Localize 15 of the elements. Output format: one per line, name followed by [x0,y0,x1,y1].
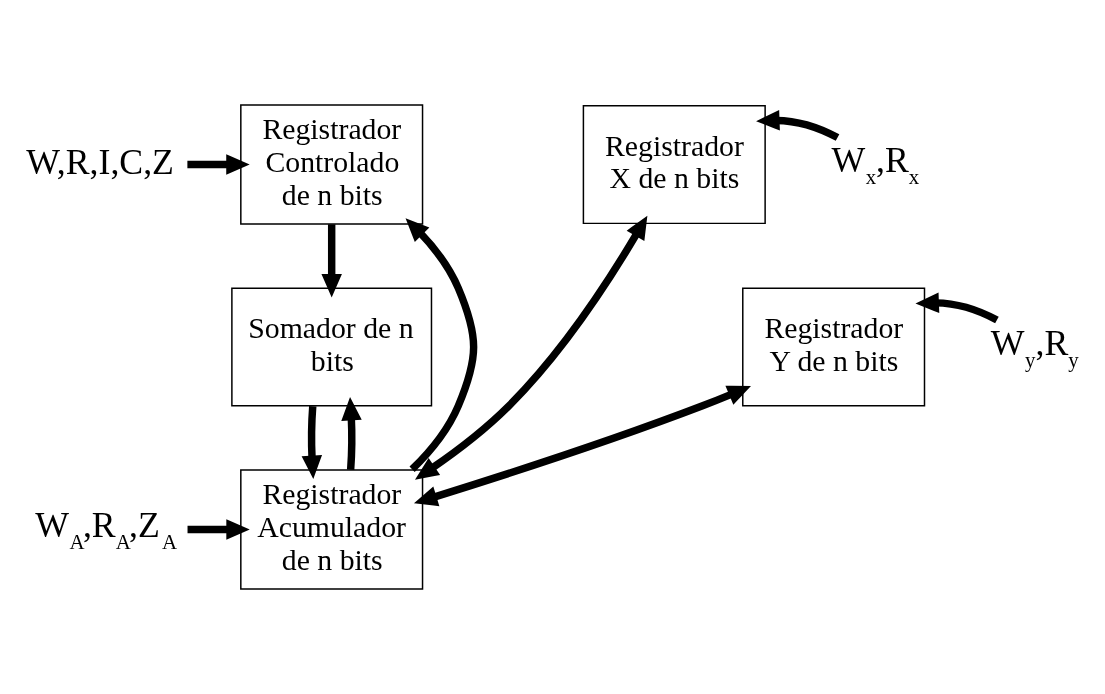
node-text: W,R,I,C,Z [26,141,174,182]
node-text: W$_{x}$,R$_{x}$ [831,140,920,190]
node-text: W$_{y}$,R$_{y}$ [990,322,1079,372]
node-box: Somador de n bits [231,287,433,407]
node-box: Registrador Acumulador de n bits [240,469,424,590]
node-box: Registrador Y de n bits [742,287,926,407]
node-box: Registrador Controlado de n bits [240,104,424,225]
arrow [413,385,751,507]
arrow [301,406,323,479]
arrow [414,215,648,480]
arrow [915,292,999,324]
arrow [756,110,840,141]
node-box: Registrador X de n bits [582,104,766,225]
node-text: W$_{A}$,R$_{A}$,Z$_{A}$ [35,505,177,555]
arrow [405,218,478,472]
